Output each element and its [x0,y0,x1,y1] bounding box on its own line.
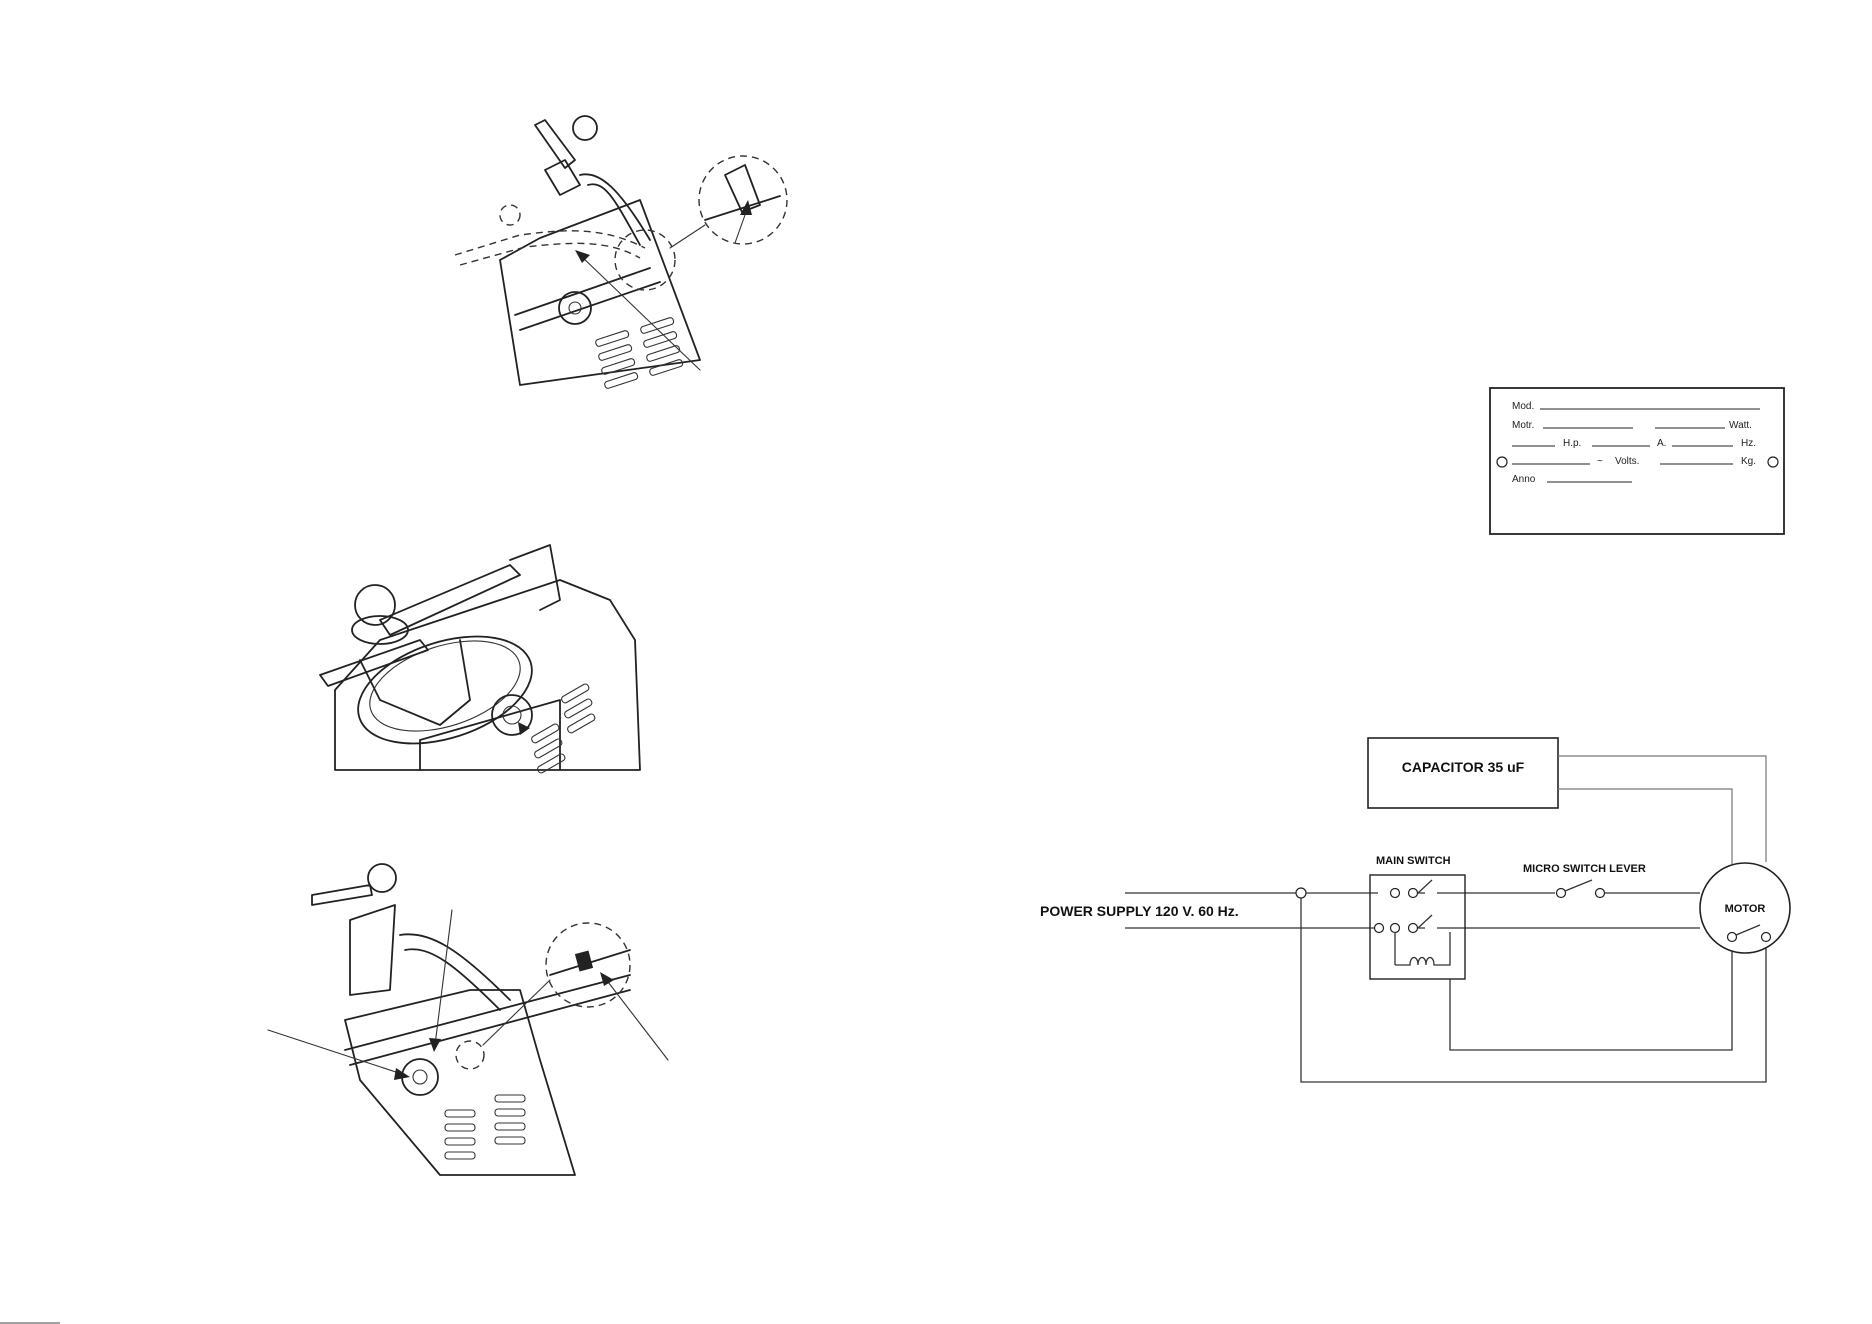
wiring-diagram: CAPACITOR 35 uF POWER SUPPLY 120 V. 60 H… [1040,738,1790,1082]
vent-slots [595,317,683,389]
plate-watt-label: Watt. [1729,420,1752,431]
plate-motr-label: Motr. [1512,420,1534,431]
lever-ball-3 [368,864,396,892]
micro-switch-contact-1 [1557,889,1566,898]
plate-tilde: ~ [1597,456,1603,467]
vent-slots-3 [445,1095,525,1159]
cup-holder [360,640,470,725]
junction-node [1296,888,1306,898]
arrow-to-knob [268,1030,405,1075]
figure-adjustment-screw [268,864,668,1175]
plate-kg-label: Kg. [1741,456,1756,467]
machine-body-3 [345,990,575,1175]
plate-hp-label: H.p. [1563,438,1581,449]
plate-hz-label: Hz. [1741,438,1756,449]
capacitor-label: CAPACITOR 35 uF [1402,759,1525,775]
cup-3 [350,905,395,995]
plate-volts-label: Volts. [1615,456,1639,467]
coil-wire [1450,948,1732,1050]
power-supply-label: POWER SUPPLY 120 V. 60 Hz. [1040,903,1239,919]
plate-mod-label: Mod. [1512,401,1534,412]
machine-body [500,200,700,385]
lever-handle-3 [312,885,372,905]
figure-lever-micro-switch [455,116,787,389]
capacitor-wire-1 [1558,756,1766,862]
lever-handle [535,120,575,168]
lever-ball [573,116,597,140]
rating-plate: Mod. Motr. Watt. H.p. A. Hz. ~ Volts. Kg… [1490,388,1784,534]
capacitor-wire-2 [1558,789,1732,872]
micro-switch-label: MICRO SWITCH LEVER [1523,863,1646,875]
arrow-to-detail [605,978,668,1060]
plate-amp-label: A. [1657,438,1666,449]
relay-coil [1395,932,1450,965]
plate-anno-label: Anno [1512,474,1536,485]
micro-switch-contact-2 [1596,889,1605,898]
detail-circle [699,156,787,244]
figure-machine-top-view [320,545,640,774]
machine-housing [335,580,640,770]
motor-label: MOTOR [1725,903,1766,915]
return-wire [1301,898,1766,1082]
vent-slots-2 [531,683,596,774]
main-switch-label: MAIN SWITCH [1376,855,1451,867]
